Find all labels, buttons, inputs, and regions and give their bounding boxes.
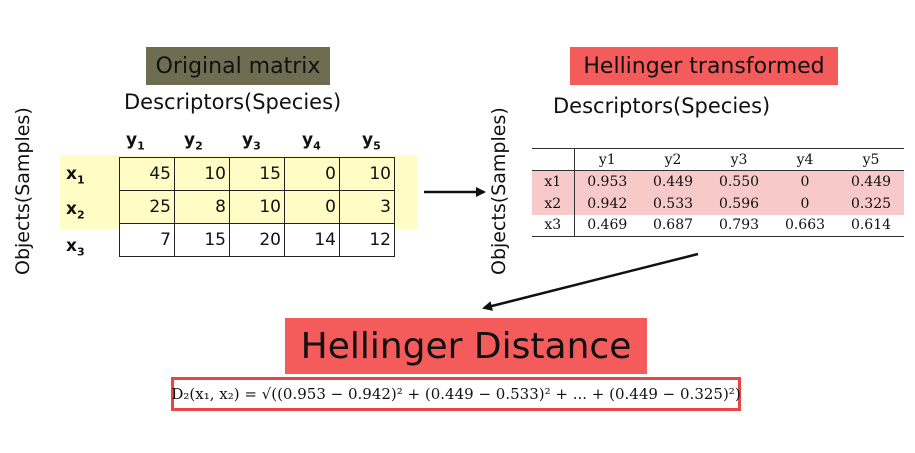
table-row: 25 8 10 0 3 bbox=[119, 190, 395, 224]
cell: 0 bbox=[284, 157, 340, 191]
cell: 25 bbox=[119, 190, 175, 224]
cell: 0 bbox=[772, 170, 838, 193]
cell: 0.793 bbox=[706, 214, 772, 237]
hellinger-descriptors-label: Descriptors(Species) bbox=[553, 94, 771, 118]
row-header-x3: x3 bbox=[66, 236, 85, 259]
cell: 0.533 bbox=[640, 192, 706, 215]
row-header: x2 bbox=[532, 192, 575, 215]
hellinger-transformed-title: Hellinger transformed bbox=[570, 47, 838, 85]
cell: 8 bbox=[174, 190, 230, 224]
column-header-y1: y1 bbox=[126, 130, 145, 153]
cell: 0 bbox=[284, 190, 340, 224]
cell: 0.550 bbox=[706, 170, 772, 193]
column-header-y3: y3 bbox=[242, 130, 261, 153]
cell: 0.325 bbox=[838, 192, 904, 215]
cell: 0 bbox=[772, 192, 838, 215]
row-header-x2: x2 bbox=[66, 199, 85, 222]
column-header-y2: y2 bbox=[184, 130, 203, 153]
original-descriptors-label: Descriptors(Species) bbox=[124, 90, 342, 114]
original-matrix-title: Original matrix bbox=[146, 47, 330, 85]
cell: 12 bbox=[339, 223, 395, 257]
cell: 0.449 bbox=[838, 170, 904, 193]
cell: 0.953 bbox=[574, 170, 640, 193]
cell: 0.449 bbox=[640, 170, 706, 193]
row-header-x1: x1 bbox=[66, 164, 85, 187]
column-header-y5: y5 bbox=[362, 130, 381, 153]
column-header: y5 bbox=[838, 148, 904, 171]
cell: 15 bbox=[174, 223, 230, 257]
cell: 14 bbox=[284, 223, 340, 257]
cell: 7 bbox=[119, 223, 175, 257]
column-header: y3 bbox=[706, 148, 772, 171]
row-header: x1 bbox=[532, 170, 575, 193]
cell: 0.687 bbox=[640, 214, 706, 237]
table-row: 45 10 15 0 10 bbox=[119, 157, 395, 191]
cell: 0.614 bbox=[838, 214, 904, 237]
original-matrix-table: 45 10 15 0 10 25 8 10 0 3 7 15 20 14 12 bbox=[119, 157, 395, 257]
table-row: 7 15 20 14 12 bbox=[119, 223, 395, 257]
table-header-row: y1 y2 y3 y4 y5 bbox=[532, 148, 904, 171]
cell: 0.469 bbox=[574, 214, 640, 237]
cell: 3 bbox=[339, 190, 395, 224]
cell: 0.663 bbox=[772, 214, 838, 237]
table-row: x3 0.469 0.687 0.793 0.663 0.614 bbox=[532, 214, 904, 237]
column-header: y4 bbox=[772, 148, 838, 171]
table-row: x2 0.942 0.533 0.596 0 0.325 bbox=[532, 192, 904, 215]
corner-cell bbox=[532, 148, 575, 171]
column-header: y2 bbox=[640, 148, 706, 171]
cell: 20 bbox=[229, 223, 285, 257]
distance-formula: D₂(x₁, x₂) = √((0.953 − 0.942)² + (0.449… bbox=[171, 377, 741, 411]
cell: 10 bbox=[229, 190, 285, 224]
row-header: x3 bbox=[532, 214, 575, 237]
column-header: y1 bbox=[574, 148, 640, 171]
cell: 0.596 bbox=[706, 192, 772, 215]
hellinger-distance-title: Hellinger Distance bbox=[285, 318, 647, 374]
cell: 15 bbox=[229, 157, 285, 191]
column-header-y4: y4 bbox=[302, 130, 321, 153]
table-row: x1 0.953 0.449 0.550 0 0.449 bbox=[532, 170, 904, 193]
arrow-hellinger-to-distance bbox=[482, 252, 699, 311]
hellinger-matrix-table: y1 y2 y3 y4 y5 x1 0.953 0.449 0.550 0 0.… bbox=[532, 148, 904, 237]
cell: 0.942 bbox=[574, 192, 640, 215]
